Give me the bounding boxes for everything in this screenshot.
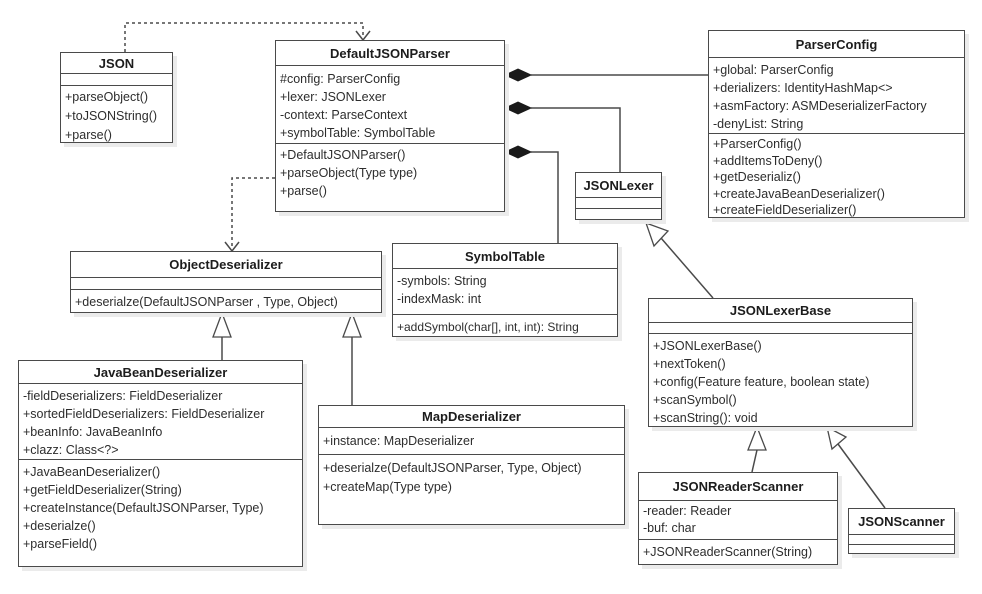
class-jsonreaderscanner: JSONReaderScanner -reader: Reader -buf: … — [638, 472, 838, 565]
class-jsonlexer-title: JSONLexer — [576, 173, 661, 198]
attribute-label: +lexer: JSONLexer — [280, 90, 386, 104]
composition-defaultjsonparser-parserconfig — [503, 68, 708, 82]
attribute-label: +global: ParserConfig — [713, 63, 834, 77]
class-jsonscanner-methods — [849, 544, 954, 553]
method-label: +JavaBeanDeserializer() — [23, 465, 161, 479]
class-objectdeserializer-attributes — [71, 278, 381, 289]
attribute-label: +derializers: IdentityHashMap<> — [713, 81, 893, 95]
class-jsonlexerbase: JSONLexerBase +JSONLexerBase() +nextToke… — [648, 298, 913, 427]
class-json-attributes — [61, 74, 172, 85]
composition-defaultjsonparser-jsonlexer — [503, 101, 621, 172]
method-label: +ParserConfig() — [713, 137, 802, 151]
class-jsonreaderscanner-title: JSONReaderScanner — [639, 473, 837, 501]
method-label: +parse() — [65, 128, 112, 142]
class-defaultjsonparser-attributes: #config: ParserConfig +lexer: JSONLexer … — [276, 66, 504, 143]
class-mapdeserializer-attributes: +instance: MapDeserializer — [319, 428, 624, 454]
class-jsonlexer-methods — [576, 208, 661, 219]
attribute-label: +instance: MapDeserializer — [323, 434, 475, 448]
class-jsonscanner: JSONScanner — [848, 508, 955, 554]
attribute-label: -reader: Reader — [643, 504, 732, 518]
class-json: JSON +parseObject() +toJSONString() +par… — [60, 52, 173, 143]
inheritance-mapdeserializer-to-objectdeserializer — [342, 311, 362, 405]
inheritance-jsonlexerbase-to-jsonlexer — [644, 221, 714, 299]
class-javabeandeserializer: JavaBeanDeserializer -fieldDeserializers… — [18, 360, 303, 567]
attribute-label: -denyList: String — [713, 117, 804, 131]
method-label: +parseObject() — [65, 90, 149, 104]
class-jsonscanner-attributes — [849, 535, 954, 544]
method-label: +parseObject(Type type) — [280, 166, 418, 180]
inheritance-jsonreaderscanner-to-jsonlexerbase — [747, 425, 767, 473]
method-label: +deserialze(DefaultJSONParser, Type, Obj… — [323, 461, 582, 475]
class-jsonreaderscanner-attributes: -reader: Reader -buf: char — [639, 501, 837, 539]
inheritance-javabeandeserializer-to-objectdeserializer — [212, 311, 232, 360]
method-label: +getDeserializ() — [713, 170, 801, 184]
class-mapdeserializer-methods: +deserialze(DefaultJSONParser, Type, Obj… — [319, 454, 624, 524]
composition-defaultjsonparser-symboltable — [503, 145, 559, 243]
class-symboltable: SymbolTable -symbols: String -indexMask:… — [392, 243, 618, 337]
class-parserconfig: ParserConfig +global: ParserConfig +deri… — [708, 30, 965, 218]
class-defaultjsonparser-methods: +DefaultJSONParser() +parseObject(Type t… — [276, 143, 504, 211]
method-label: +JSONReaderScanner(String) — [643, 545, 813, 559]
method-label: +config(Feature feature, boolean state) — [653, 375, 870, 389]
attribute-label: +sortedFieldDeserializers: FieldDeserial… — [23, 407, 265, 421]
method-label: +addItemsToDeny() — [713, 153, 823, 168]
attribute-label: -symbols: String — [397, 274, 487, 288]
class-jsonreaderscanner-methods: +JSONReaderScanner(String) — [639, 539, 837, 564]
class-jsonlexerbase-attributes — [649, 323, 912, 333]
method-label: +scanSymbol() — [653, 393, 737, 407]
attribute-label: -buf: char — [643, 521, 696, 535]
attribute-label: +asmFactory: ASMDeserializerFactory — [713, 99, 927, 113]
method-label: +deserialze(DefaultJSONParser , Type, Ob… — [75, 295, 338, 309]
class-parserconfig-methods: +ParserConfig() +addItemsToDeny() +getDe… — [709, 133, 964, 217]
class-parserconfig-title: ParserConfig — [709, 31, 964, 58]
class-objectdeserializer-title: ObjectDeserializer — [71, 252, 381, 278]
class-mapdeserializer-title: MapDeserializer — [319, 406, 624, 428]
method-label: +JSONLexerBase() — [653, 339, 762, 353]
class-parserconfig-attributes: +global: ParserConfig +derializers: Iden… — [709, 58, 964, 133]
method-label: +nextToken() — [653, 357, 726, 371]
attribute-label: +clazz: Class<?> — [23, 443, 119, 457]
class-json-methods: +parseObject() +toJSONString() +parse() — [61, 85, 172, 142]
class-objectdeserializer-methods: +deserialze(DefaultJSONParser , Type, Ob… — [71, 289, 381, 312]
class-symboltable-attributes: -symbols: String -indexMask: int — [393, 269, 617, 314]
method-label: +scanString(): void — [653, 411, 758, 425]
attribute-label: +beanInfo: JavaBeanInfo — [23, 425, 163, 439]
attribute-label: #config: ParserConfig — [280, 72, 401, 86]
method-label: +addSymbol(char[], int, int): String — [397, 320, 579, 334]
class-javabeandeserializer-methods: +JavaBeanDeserializer() +getFieldDeseria… — [19, 459, 302, 566]
class-jsonscanner-title: JSONScanner — [849, 509, 954, 535]
class-javabeandeserializer-attributes: -fieldDeserializers: FieldDeserializer +… — [19, 384, 302, 459]
attribute-label: -indexMask: int — [397, 292, 482, 306]
class-symboltable-title: SymbolTable — [393, 244, 617, 269]
method-label: +createFieldDeserializer() — [713, 203, 857, 217]
attribute-label: -fieldDeserializers: FieldDeserializer — [23, 389, 223, 403]
method-label: +createJavaBeanDeserializer() — [713, 186, 885, 201]
method-label: +DefaultJSONParser() — [280, 148, 406, 162]
attribute-label: +symbolTable: SymbolTable — [280, 126, 436, 140]
dependency-defaultjsonparser-to-objectdeserializer — [224, 177, 275, 253]
inheritance-jsonscanner-to-jsonlexerbase — [826, 425, 886, 509]
class-javabeandeserializer-title: JavaBeanDeserializer — [19, 361, 302, 384]
class-defaultjsonparser: DefaultJSONParser #config: ParserConfig … — [275, 40, 505, 212]
class-jsonlexerbase-methods: +JSONLexerBase() +nextToken() +config(Fe… — [649, 333, 912, 426]
attribute-label: -context: ParseContext — [280, 108, 408, 122]
class-jsonlexerbase-title: JSONLexerBase — [649, 299, 912, 323]
class-jsonlexer: JSONLexer — [575, 172, 662, 220]
method-label: +createInstance(DefaultJSONParser, Type) — [23, 501, 264, 515]
method-label: +getFieldDeserializer(String) — [23, 483, 182, 497]
method-label: +deserialze() — [23, 519, 96, 533]
class-jsonlexer-attributes — [576, 198, 661, 208]
method-label: +parseField() — [23, 537, 97, 551]
class-mapdeserializer: MapDeserializer +instance: MapDeserializ… — [318, 405, 625, 525]
class-json-title: JSON — [61, 53, 172, 74]
class-symboltable-methods: +addSymbol(char[], int, int): String — [393, 314, 617, 336]
method-label: +parse() — [280, 184, 327, 198]
method-label: +toJSONString() — [65, 109, 158, 123]
method-label: +createMap(Type type) — [323, 480, 452, 494]
class-defaultjsonparser-title: DefaultJSONParser — [276, 41, 504, 66]
class-objectdeserializer: ObjectDeserializer +deserialze(DefaultJS… — [70, 251, 382, 313]
